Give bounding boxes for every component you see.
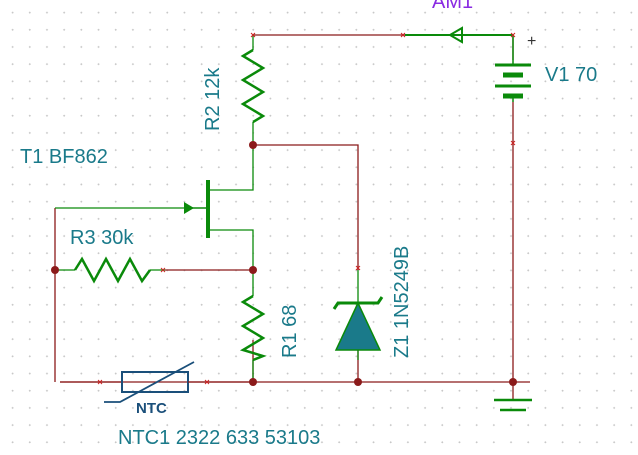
- label-z1: Z1 1N5249B: [391, 245, 413, 358]
- ground-symbol: [494, 398, 532, 412]
- label-ammeter: AM1: [432, 0, 474, 13]
- resistor-r1: [239, 294, 267, 362]
- label-ntc1: NTC1 2322 633 53103: [118, 427, 321, 449]
- label-battery: V1 70: [545, 64, 598, 86]
- ammeter-am1: [405, 26, 513, 44]
- label-battery-plus: +: [527, 33, 537, 50]
- wire-r2-node-to-zener: [253, 144, 359, 270]
- zener-z1: [332, 296, 384, 351]
- pin-markers: [97, 32, 516, 385]
- node-source: [249, 266, 257, 274]
- label-r1: R1 68: [279, 304, 301, 358]
- node-r2-bottom: [249, 141, 257, 149]
- node-bottom-zener: [354, 378, 362, 386]
- transistor-t1: [184, 180, 210, 238]
- label-r3: R3 30k: [70, 227, 134, 249]
- resistor-r3: [73, 256, 152, 284]
- t1-source: [210, 229, 254, 290]
- battery-v1: [495, 35, 531, 102]
- label-r2: R2 12k: [202, 67, 224, 131]
- t1-drain: [210, 145, 254, 191]
- ntc-thermistor: [60, 361, 253, 403]
- resistor-r2: [240, 48, 266, 124]
- node-bottom-r1: [249, 378, 257, 386]
- node-r3-left: [51, 266, 59, 274]
- label-ntc-tag: NTC: [136, 400, 167, 417]
- node-bottom-right: [509, 378, 517, 386]
- label-t1: T1 BF862: [20, 146, 108, 168]
- junction-nodes: [51, 141, 517, 386]
